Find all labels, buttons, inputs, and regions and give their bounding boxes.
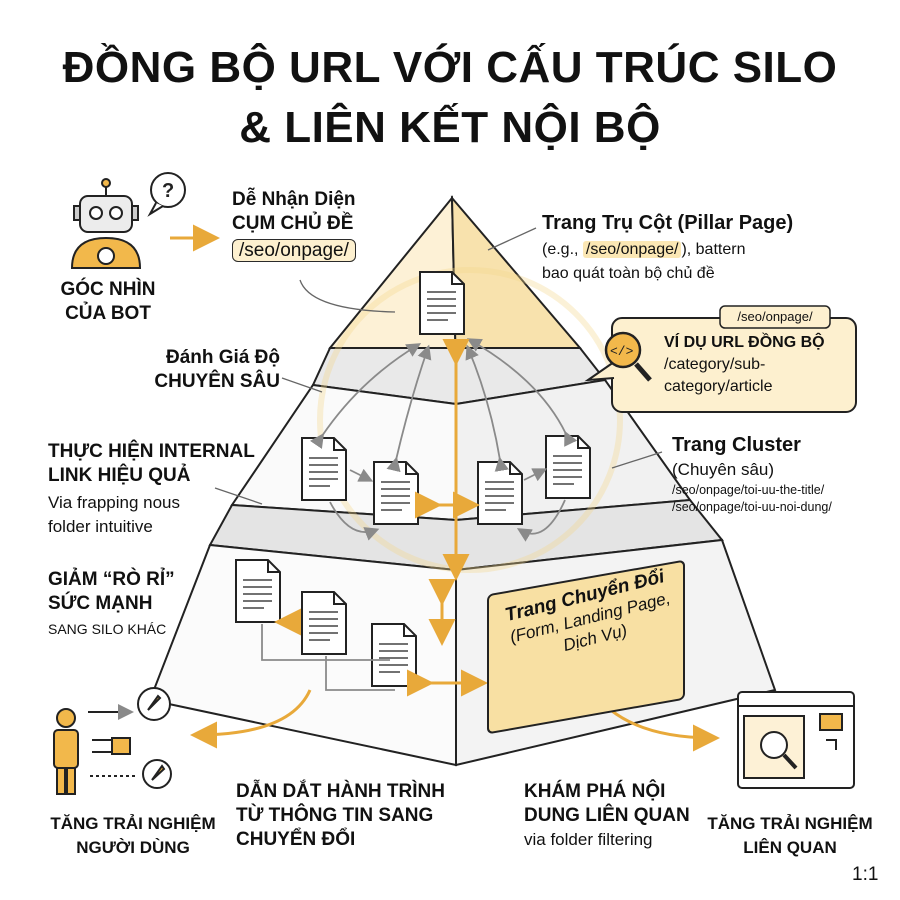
leak-line2: SỨC MẠNH — [48, 593, 153, 614]
journey-line1: DẪN DẮT HÀNH TRÌNH — [236, 781, 445, 802]
leader-lines — [214, 227, 663, 505]
cluster-identify-url: /seo/onpage/ — [232, 239, 356, 262]
internal-link-desc1: Via frapping nous — [48, 493, 181, 512]
cluster-doc-icon-2 — [373, 461, 419, 525]
question-mark-icon: ? — [162, 180, 174, 202]
code-magnifier-icon — [604, 331, 652, 382]
page-title-line2: & LIÊN KẾT NỘI BỘ — [239, 103, 661, 152]
ux-user-line2: NGƯỜI DÙNG — [76, 838, 190, 857]
url-example-text: VÍ DỤ URL ĐỒNG BỘ /category/sub- categor… — [664, 332, 854, 398]
ux-related-line2: LIÊN QUAN — [743, 838, 837, 857]
cluster-title: Trang Cluster — [672, 434, 801, 456]
leak-reduction-block: GIẢM “RÒ RỈ” SỨC MẠNH SANG SILO KHÁC — [48, 568, 228, 639]
url-example-line1: /category/sub- — [664, 356, 766, 373]
internal-link-line2: LINK HIỆU QUẢ — [48, 465, 191, 486]
pillar-desc-prefix: (e.g., — [542, 241, 583, 258]
discover-line2: DUNG LIÊN QUAN — [524, 805, 690, 826]
cluster-url2: /seo/onpage/toi-uu-noi-dung/ — [672, 500, 832, 514]
cluster-doc-icon-4 — [545, 435, 591, 499]
pillar-desc-suffix: ), battern — [681, 241, 746, 258]
page-title-line1: ĐỒNG BỘ URL VỚI CẤU TRÚC SILO — [62, 43, 838, 92]
svg-text:</>: </> — [610, 344, 634, 359]
discover-line1: KHÁM PHÁ NỘI — [524, 781, 666, 802]
url-example-box — [584, 305, 857, 413]
depth-line2: CHUYÊN SÂU — [154, 371, 280, 392]
internal-link-block: THỰC HIỆN INTERNAL LINK HIỆU QUẢ Via fra… — [48, 440, 288, 539]
pillar-page-block: Trang Trụ Cột (Pillar Page) (e.g., /seo/… — [542, 210, 872, 286]
cluster-subtitle: (Chuyên sâu) — [672, 460, 775, 479]
journey-block: DẪN DẮT HÀNH TRÌNH TỪ THÔNG TIN SANG CHU… — [236, 780, 466, 852]
url-example-title: VÍ DỤ URL ĐỒNG BỘ — [664, 334, 825, 351]
leak-line1: GIẢM “RÒ RỈ” — [48, 569, 175, 590]
cluster-identify-block: Dễ Nhận Diện CỤM CHỦ ĐỀ /seo/onpage/ — [232, 188, 356, 263]
cluster-url1: /seo/onpage/toi-uu-the-title/ — [672, 483, 825, 497]
leaf-doc-icon-3 — [371, 623, 417, 687]
ux-user-line1: TĂNG TRẢI NGHIỆM — [50, 814, 216, 833]
pillar-desc-line2: bao quát toàn bộ chủ đề — [542, 265, 715, 282]
folder-browser-icon — [737, 691, 855, 789]
compass-icon — [137, 687, 172, 789]
journey-arrows-icon — [88, 704, 136, 777]
internal-link-line1: THỰC HIỆN INTERNAL — [48, 441, 255, 462]
depth-evaluation-label: Đánh Giá Độ CHUYÊN SÂU — [140, 346, 280, 394]
user-person-icon — [53, 708, 79, 795]
ux-related-block: TĂNG TRẢI NGHIỆM LIÊN QUAN — [690, 812, 890, 860]
bot-perspective-label: GÓC NHÌN CỦA BOT — [38, 278, 178, 326]
bot-label-line1: GÓC NHÌN — [60, 279, 156, 300]
ux-user-block: TĂNG TRẢI NGHIỆM NGƯỜI DÙNG — [22, 812, 244, 860]
cluster-identify-line1: Dễ Nhận Diện — [232, 189, 356, 210]
leaf-doc-icon-2 — [301, 591, 347, 655]
pillar-desc-url: /seo/onpage/ — [582, 241, 682, 258]
cluster-doc-icon-3 — [477, 461, 523, 525]
internal-link-arrows — [261, 338, 578, 691]
internal-link-desc2: folder intuitive — [48, 517, 153, 536]
journey-line3: CHUYỂN ĐỔI — [236, 829, 356, 850]
url-example-tag: /seo/onpage/ — [737, 309, 813, 324]
journey-line2: TỪ THÔNG TIN SANG — [236, 805, 434, 826]
robot-icon — [70, 172, 186, 269]
ux-related-line1: TĂNG TRẢI NGHIỆM — [707, 814, 873, 833]
cluster-identify-line2: CỤM CHỦ ĐỀ — [232, 213, 354, 234]
discover-block: KHÁM PHÁ NỘI DUNG LIÊN QUAN via folder f… — [524, 780, 714, 852]
bot-label-line2: CỦA BOT — [65, 303, 151, 324]
url-example-line2: category/article — [664, 378, 773, 395]
cluster-page-block: Trang Cluster (Chuyên sâu) /seo/onpage/t… — [672, 432, 892, 516]
cluster-doc-icon-1 — [301, 437, 347, 501]
leak-desc: SANG SILO KHÁC — [48, 621, 167, 637]
depth-line1: Đánh Giá Độ — [165, 347, 280, 368]
leaf-doc-icon-1 — [235, 559, 281, 623]
pillar-doc-icon — [419, 271, 465, 335]
aspect-ratio-label: 1:1 — [852, 864, 879, 885]
discover-desc: via folder filtering — [524, 830, 653, 849]
pillar-title: Trang Trụ Cột (Pillar Page) — [542, 212, 794, 234]
